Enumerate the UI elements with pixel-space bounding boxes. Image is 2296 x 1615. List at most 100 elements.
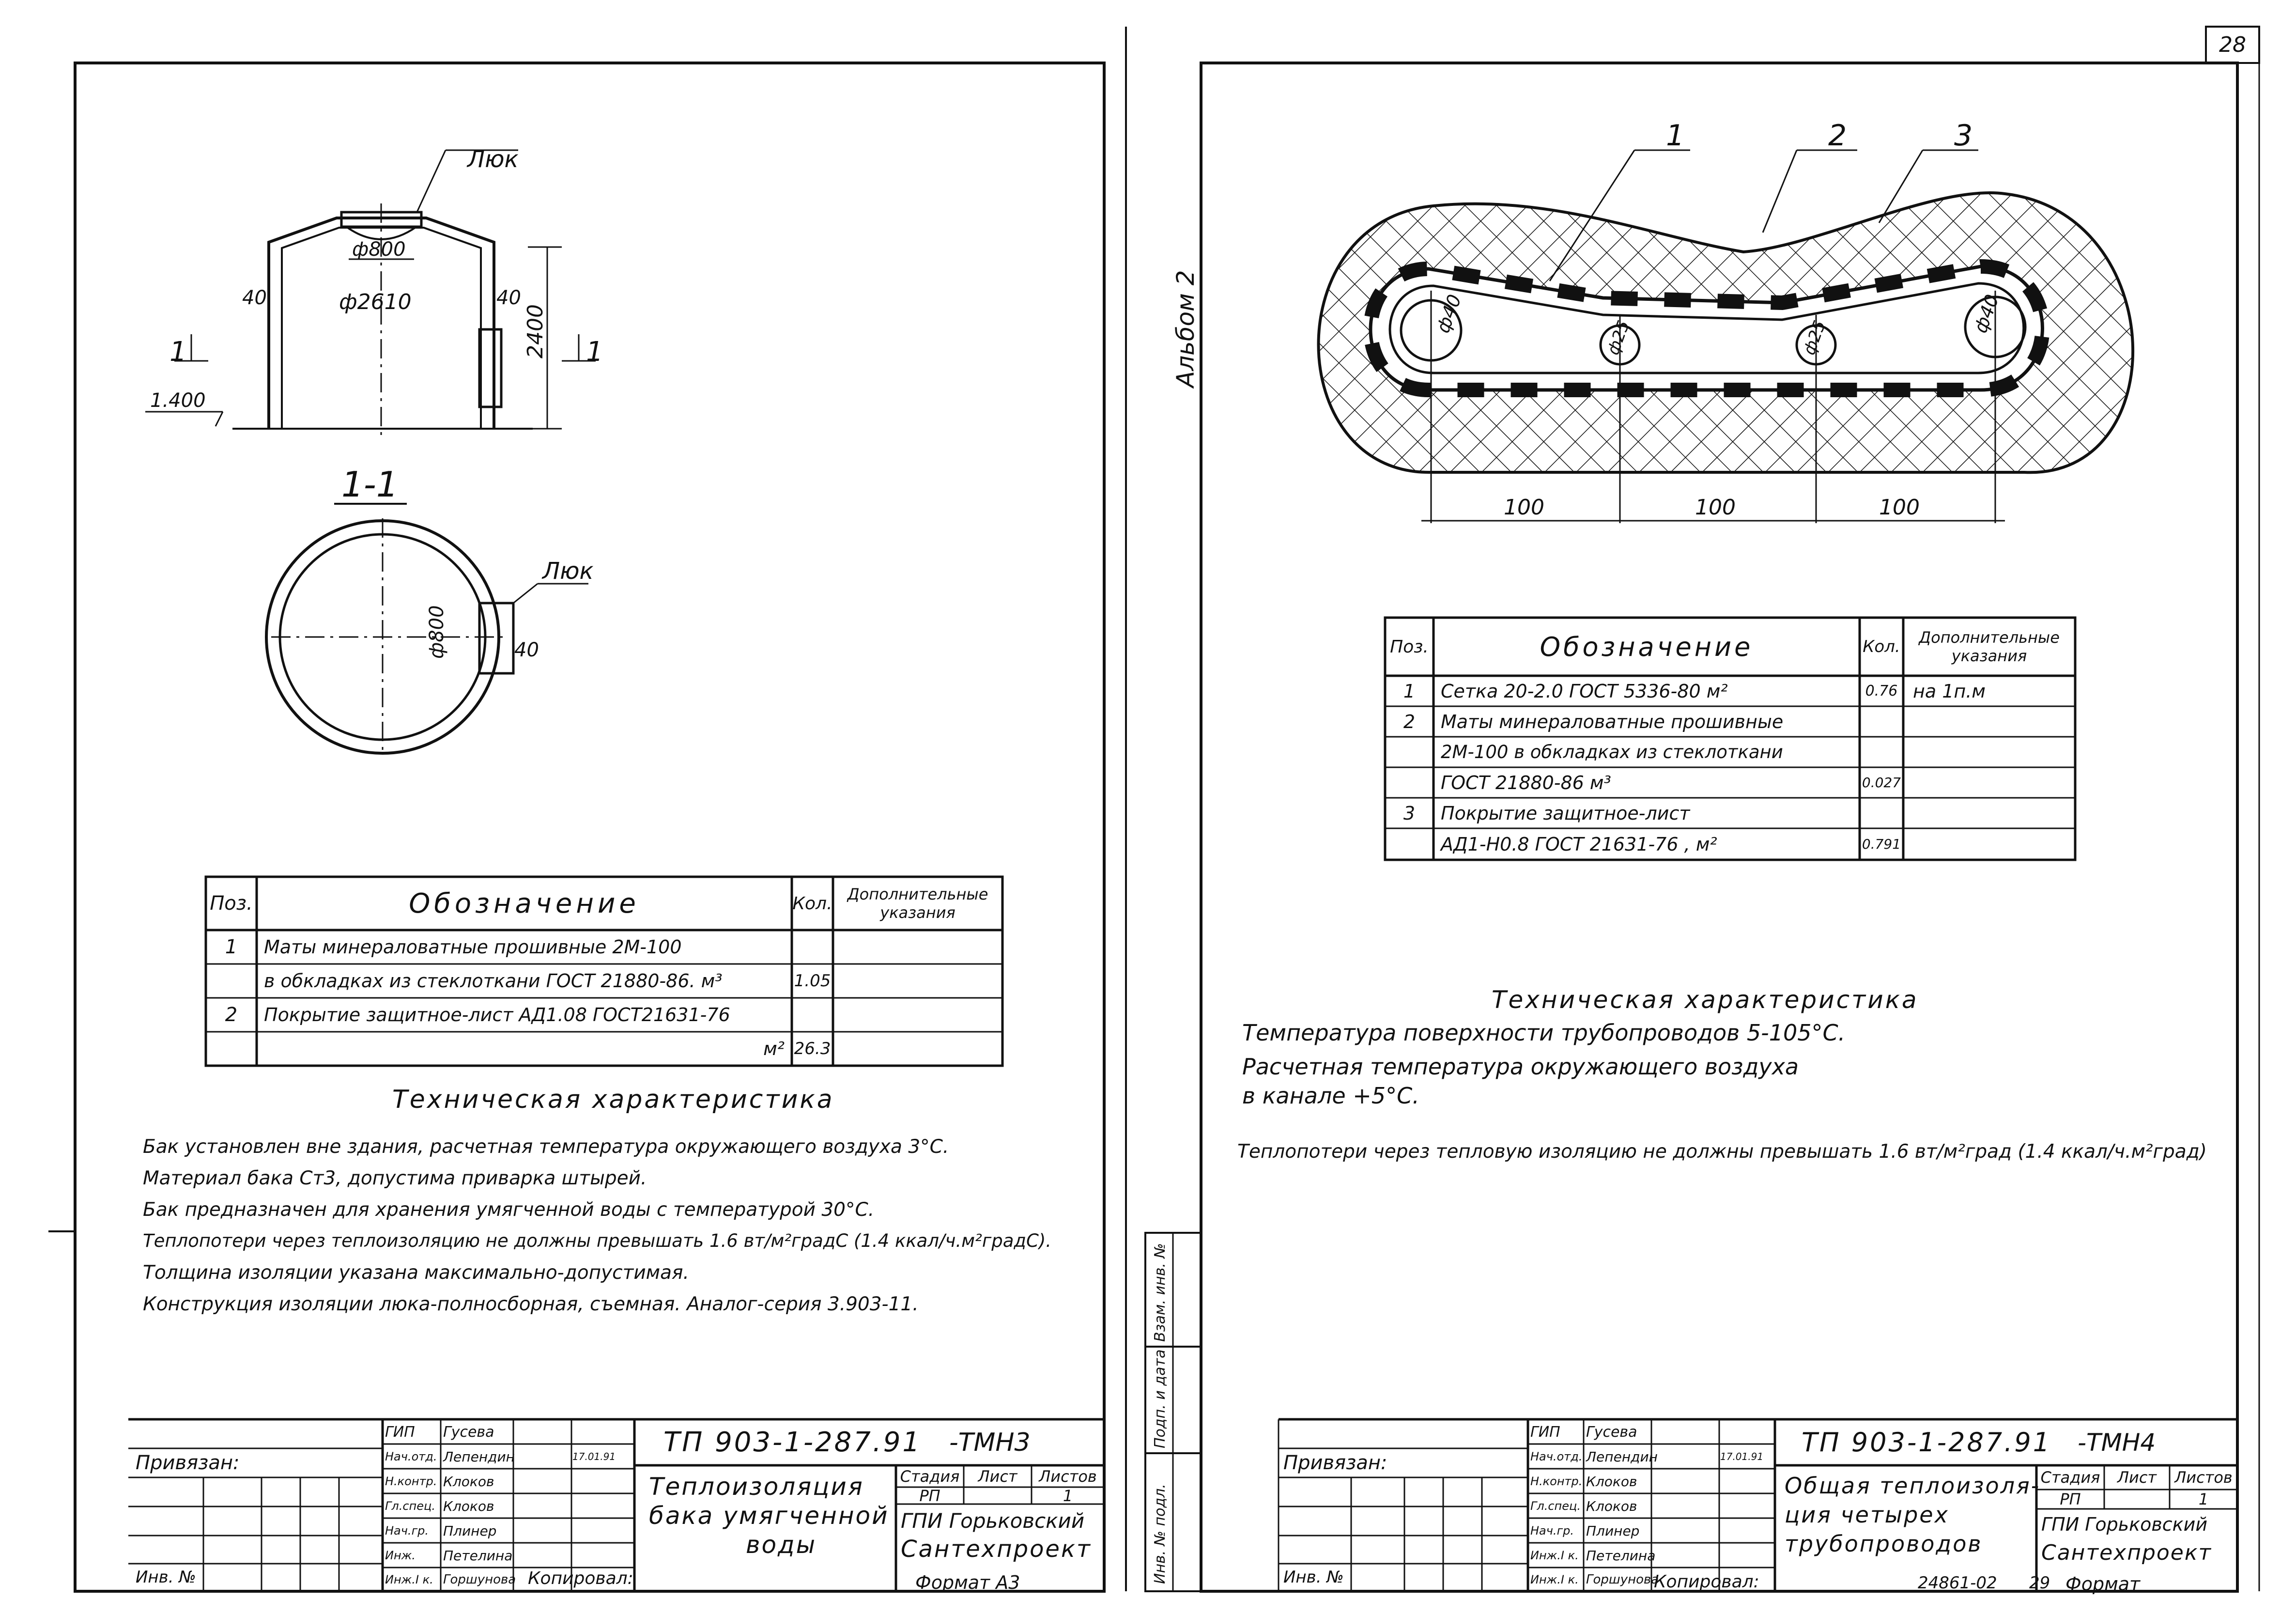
tech-left-line-6: Конструкция изоляции люка-полносборная, … [143, 1293, 919, 1315]
stamp-right-sheet-value [2104, 1490, 2170, 1509]
stamp-right-role-7: Инж.I к. [1530, 1573, 1579, 1586]
section-hatch-label: Люк [541, 558, 594, 585]
album-label: Альбом 2 [1171, 270, 1200, 389]
title-block-right-grid [1278, 1418, 2237, 1591]
stamp-left-title-1: Теплоизоляция [649, 1473, 864, 1501]
spec-left-row-3-name: Покрытие защитное-лист АД1.08 ГОСТ21631-… [264, 1004, 730, 1025]
stamp-left-name-7: Горшунова [443, 1572, 516, 1587]
title-block-left-grid [128, 1418, 1104, 1591]
spec-right-row-5-name: Покрытие защитное-лист [1441, 802, 1690, 824]
stamp-left-sheets-header: Листов [1039, 1467, 1097, 1486]
stamp-right-title-3: трубопроводов [1785, 1531, 1983, 1557]
spec-right-row-6-notes [1913, 828, 2073, 860]
spec-right-row-1-name: Сетка 20-2.0 ГОСТ 5336-80 м² [1441, 680, 1728, 702]
dim-3: 100 [1879, 495, 1920, 520]
tech-right-line-3: в канале +5°С. [1242, 1083, 1419, 1109]
stamp-right-name-3: Клоков [1586, 1473, 1637, 1490]
leader-2: 2 [1828, 119, 1847, 153]
spec-right-header-pos: Поз. [1390, 637, 1429, 657]
left-wall-right: 40 [496, 287, 521, 309]
spec-right-row-2-pos: 2 [1403, 711, 1416, 732]
spec-left-row-4-pos [206, 1032, 257, 1066]
spec-left-header-name: Обозначение [409, 887, 640, 919]
spec-right-row-3-notes [1913, 737, 2073, 767]
stamp-left-role-4: Гл.спец. [385, 1499, 435, 1513]
stamp-right-role-4: Гл.спец. [1530, 1499, 1581, 1513]
spec-right-row-4-pos [1385, 767, 1433, 798]
stamp-right-role-1: ГИП [1530, 1423, 1560, 1441]
spec-right-row-4-notes [1913, 767, 2073, 798]
stamp-left-stage-header: Стадия [900, 1467, 960, 1486]
stamp-right-stage-value: РП [2060, 1490, 2081, 1508]
tech-right-line-2: Расчетная температура окружающего воздух… [1242, 1054, 1799, 1080]
stamp-left-name-1: Гусева [443, 1423, 494, 1441]
stamp-right-org-2: Сантехпроект [2041, 1540, 2212, 1565]
left-dim-tank: ф2610 [339, 290, 412, 314]
spec-right-header-notes: Дополнительные указания [1919, 628, 2060, 665]
stamp-left-bound: Привязан: [136, 1452, 240, 1474]
stamp-right-role-2: Нач.отд. [1530, 1450, 1583, 1463]
stamp-left-format: Формат А3 [915, 1572, 1020, 1593]
spec-left-row-4-qty: 26.3 [794, 1039, 831, 1058]
stamp-left-title-3: воды [746, 1531, 817, 1559]
stamp-right-title-2: ция четырех [1785, 1502, 1949, 1528]
stamp-left-org-2: Сантехпроект [901, 1536, 1092, 1563]
stamp-right-role-3: Н.контр. [1530, 1475, 1583, 1488]
stamp-right-sheet-header: Лист [2117, 1468, 2157, 1487]
page-number: 28 [2219, 32, 2246, 57]
spec-left-row-2-name: в обкладках из стеклоткани ГОСТ 21880-86… [264, 970, 723, 992]
side-stamp-strip [1144, 1232, 1202, 1592]
stamp-right-stage-header: Стадия [2040, 1468, 2100, 1487]
stamp-right-inv: Инв. № [1283, 1567, 1344, 1587]
stamp-right-role-5: Нач.гр. [1530, 1524, 1574, 1537]
tech-left-line-3: Бак предназначен для хранения умягченной… [143, 1199, 875, 1221]
spec-table-left-grid [204, 875, 1004, 1067]
spec-left-header-pos: Поз. [210, 892, 253, 915]
stamp-left-code: ТП 903-1-287.91 [663, 1427, 922, 1458]
spec-right-row-1-qty: 0.76 [1865, 683, 1898, 699]
stamp-right-copied: Копировал: [1654, 1572, 1759, 1592]
spec-right-row-1-pos: 1 [1403, 680, 1416, 702]
stamp-left-name-4: Клоков [443, 1498, 494, 1514]
dim-1: 100 [1504, 495, 1544, 520]
stamp-left-role-3: Н.контр. [385, 1475, 437, 1488]
stamp-right-name-6: Петелина [1586, 1547, 1656, 1564]
stamp-right-role-6: Инж.I к. [1530, 1549, 1579, 1562]
stamp-left-stage-value: РП [919, 1486, 940, 1505]
stamp-right-bound: Привязан: [1283, 1452, 1387, 1474]
page-number-box [2205, 26, 2260, 64]
tech-right-line-4: Теплопотери через тепловую изоляцию не д… [1237, 1141, 2207, 1163]
section-dim-hatch: ф800 [426, 605, 448, 659]
stamp-left-sheets-value: 1 [1063, 1486, 1073, 1505]
spec-table-right-grid [1384, 616, 2077, 861]
spec-left-header-notes: Дополнительные указания [847, 885, 988, 922]
stamp-right-sheets-value: 1 [2198, 1490, 2209, 1508]
left-hatch-label: Люк [466, 146, 519, 173]
side-label-inv: Инв. № подл. [1152, 1484, 1169, 1584]
tank-elevation-view [145, 149, 596, 436]
stamp-right-org-1: ГПИ Горьковский [2041, 1514, 2208, 1535]
spec-right-row-6-name: АД1-Н0.8 ГОСТ 21631-76 , м² [1441, 833, 1717, 855]
spec-right-row-1-notes: на 1п.м [1913, 680, 1986, 702]
stamp-left-name-3: Клоков [443, 1473, 494, 1490]
stamp-right-code: ТП 903-1-287.91 [1802, 1427, 2052, 1458]
stamp-left-role-5: Нач.гр. [385, 1524, 429, 1537]
spec-left-row-4-notes [838, 1032, 1000, 1066]
stamp-left-org-1: ГПИ Горьковский [901, 1509, 1085, 1533]
stamp-left-date: 17.01.91 [572, 1451, 616, 1462]
inner-lining [1388, 282, 2025, 374]
left-section-mark-right: 1 [586, 336, 603, 368]
stamp-right-number: 24861-02 [1918, 1573, 1997, 1593]
left-dim-height: 2400 [523, 304, 548, 358]
stamp-right-name-1: Гусева [1586, 1423, 1637, 1441]
section-title: 1-1 [341, 464, 399, 505]
stamp-right-name-5: Плинер [1586, 1522, 1640, 1539]
stamp-left-name-6: Петелина [443, 1547, 513, 1564]
tech-right-title: Техническая характеристика [1492, 986, 1919, 1014]
spec-left-row-1-pos: 1 [225, 936, 238, 958]
stamp-left-inv: Инв. № [136, 1567, 196, 1587]
stamp-left-role-2: Нач.отд. [385, 1450, 437, 1463]
stamp-left-title-2: бака умягченной [649, 1502, 889, 1530]
left-section-mark: 1 [170, 336, 187, 368]
